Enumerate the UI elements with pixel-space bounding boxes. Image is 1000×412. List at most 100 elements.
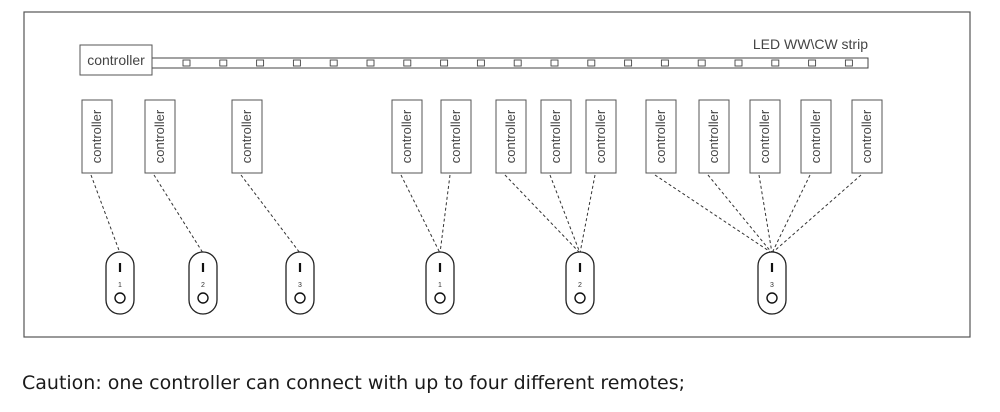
controller-unit: controller xyxy=(391,99,423,174)
remote-number: 2 xyxy=(201,282,205,289)
led-chip xyxy=(476,59,485,67)
remote-off-key xyxy=(434,292,446,304)
controller-label: controller xyxy=(548,109,563,163)
controller-label: controller xyxy=(808,109,823,163)
remote-control: 2 xyxy=(188,251,218,315)
remote-off-key xyxy=(114,292,126,304)
led-chip xyxy=(440,59,449,67)
strip-leds xyxy=(182,59,853,67)
controller-box xyxy=(144,99,176,174)
controller-label: controller xyxy=(89,109,104,163)
controller-units: controller controller controller controller… xyxy=(81,99,883,174)
controller-label: controller xyxy=(239,109,254,163)
controller-box xyxy=(495,99,527,174)
remote-number: 1 xyxy=(438,282,442,289)
remote-body xyxy=(425,251,455,315)
remote-body xyxy=(105,251,135,315)
led-chip xyxy=(844,59,853,67)
controller-label: controller xyxy=(152,109,167,163)
controller-label: controller xyxy=(757,109,772,163)
controller-box xyxy=(800,99,832,174)
controller-box xyxy=(851,99,883,174)
strip-label: LED WW\CW strip xyxy=(753,36,868,52)
controller-unit: controller xyxy=(144,99,176,174)
dashed-wire xyxy=(758,174,773,254)
dashed-wire xyxy=(153,174,204,254)
dashed-wire xyxy=(90,174,121,254)
remote-off-key xyxy=(197,292,209,304)
led-chip xyxy=(219,59,228,67)
remote-off-key xyxy=(574,292,586,304)
led-chip xyxy=(624,59,633,67)
dashed-wire xyxy=(771,174,811,254)
led-chip xyxy=(771,59,780,67)
controller-box xyxy=(81,99,113,174)
controller-unit: controller xyxy=(495,99,527,174)
controller-unit: controller xyxy=(851,99,883,174)
remote-body xyxy=(757,251,787,315)
remote-number: 3 xyxy=(298,282,302,289)
led-chip xyxy=(292,59,301,67)
controller-box xyxy=(540,99,572,174)
dashed-wire xyxy=(707,174,773,254)
diagram-frame xyxy=(23,11,971,338)
controller-label: controller xyxy=(859,109,874,163)
led-chip xyxy=(513,59,522,67)
controller-box xyxy=(391,99,423,174)
remote-body xyxy=(285,251,315,315)
led-chip xyxy=(550,59,559,67)
controller-unit: controller xyxy=(749,99,781,174)
dashed-wire xyxy=(771,174,862,254)
dashed-wire xyxy=(400,174,441,254)
controller-label: controller xyxy=(653,109,668,163)
remote-control: 2 xyxy=(565,251,595,315)
led-chip xyxy=(660,59,669,67)
controller-label: controller xyxy=(448,109,463,163)
remote-control: 3 xyxy=(757,251,787,315)
controller-unit: controller xyxy=(585,99,617,174)
dashed-wire xyxy=(439,174,451,254)
remote-control: 3 xyxy=(285,251,315,315)
led-chip xyxy=(329,59,338,67)
controller-box xyxy=(698,99,730,174)
controller-unit: controller xyxy=(800,99,832,174)
remote-control: 1 xyxy=(425,251,455,315)
led-strip: controller LED WW\CW strip xyxy=(79,36,869,76)
dashed-wire xyxy=(549,174,581,254)
controller-label: controller xyxy=(593,109,608,163)
controller-box xyxy=(231,99,263,174)
controller-label: controller xyxy=(706,109,721,163)
controller-label: controller xyxy=(503,109,518,163)
led-chip xyxy=(182,59,191,67)
caption-text: Caution: one controller can connect with… xyxy=(22,372,686,394)
remote-number: 1 xyxy=(118,282,122,289)
led-chip xyxy=(808,59,817,67)
controller-unit: controller xyxy=(645,99,677,174)
remotes: 1 2 3 1 2 3 xyxy=(105,251,787,315)
remote-number: 3 xyxy=(770,282,774,289)
controller-box xyxy=(749,99,781,174)
controller-box xyxy=(645,99,677,174)
dashed-wire xyxy=(579,174,596,254)
controller-unit: controller xyxy=(231,99,263,174)
controller-unit: controller xyxy=(440,99,472,174)
remote-control: 1 xyxy=(105,251,135,315)
controller-label: controller xyxy=(399,109,414,163)
remote-off-key xyxy=(294,292,306,304)
dashed-wire xyxy=(240,174,301,254)
remote-body xyxy=(565,251,595,315)
remote-number: 2 xyxy=(578,282,582,289)
controller-box xyxy=(440,99,472,174)
controller-box xyxy=(585,99,617,174)
controller-unit: controller xyxy=(81,99,113,174)
dashed-wires xyxy=(90,174,862,254)
led-chip xyxy=(697,59,706,67)
main-controller-box xyxy=(79,44,153,76)
controller-unit: controller xyxy=(698,99,730,174)
main-controller-label: controller xyxy=(87,52,145,68)
remote-body xyxy=(188,251,218,315)
remote-off-key xyxy=(766,292,778,304)
led-chip xyxy=(734,59,743,67)
controller-unit: controller xyxy=(540,99,572,174)
